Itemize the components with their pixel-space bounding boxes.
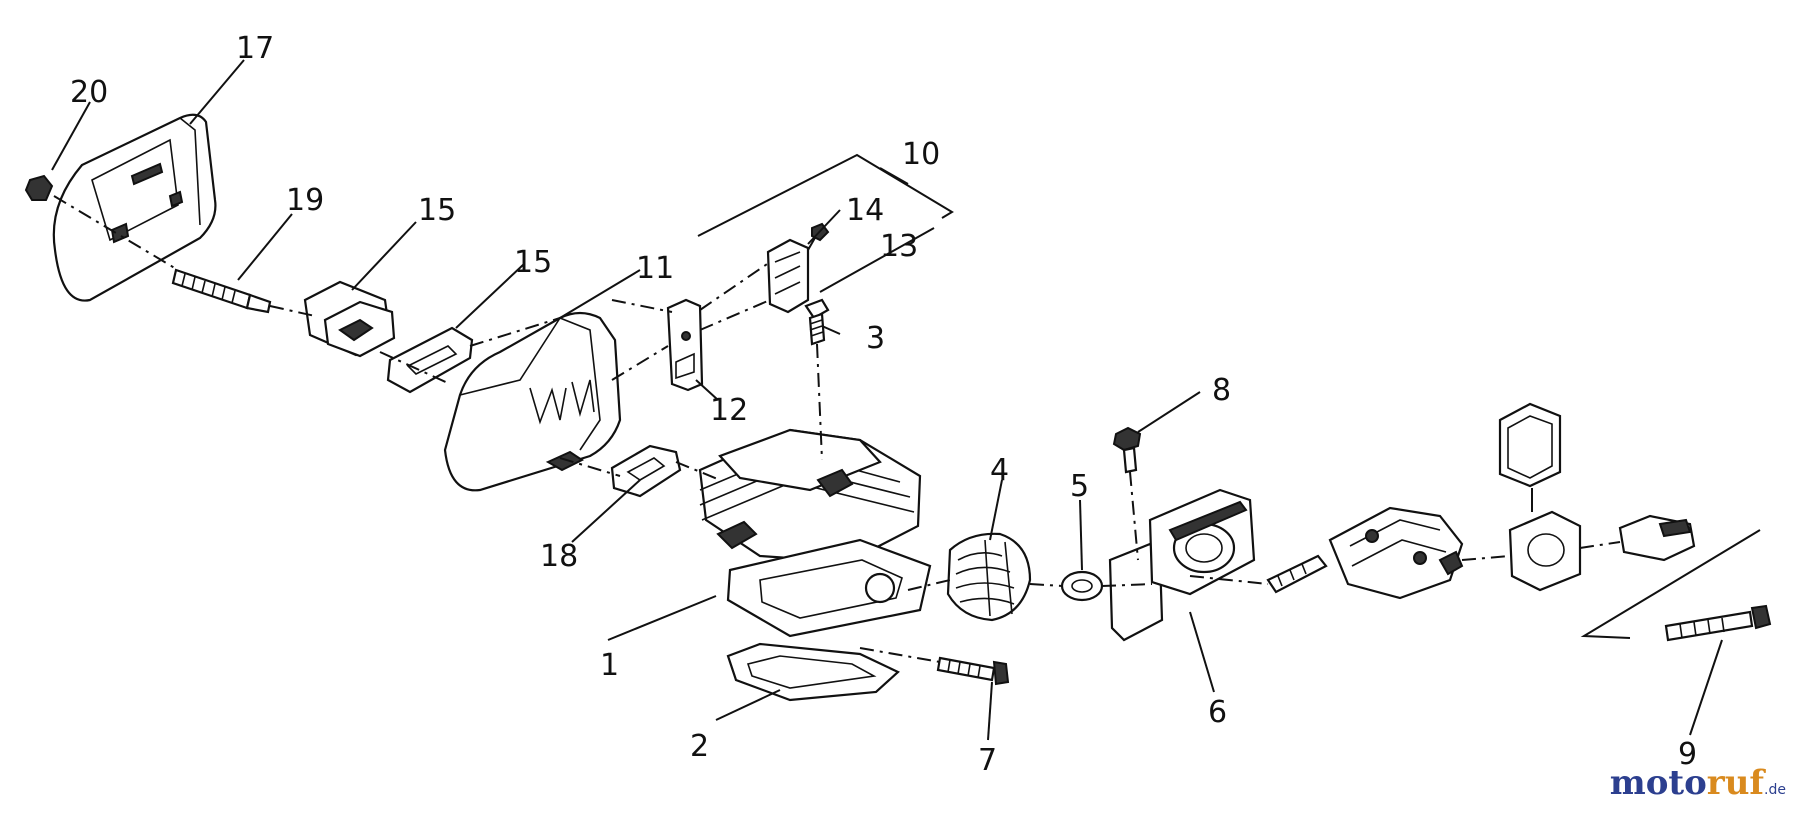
motoruf-watermark: motoruf.de xyxy=(1610,763,1786,803)
air-filter xyxy=(1508,510,1582,592)
leader-lines xyxy=(51,59,1761,741)
callout-9: 9 xyxy=(1678,737,1697,772)
part-18-gasket xyxy=(610,444,682,498)
part-7-bolt xyxy=(936,656,1010,686)
callout-17: 17 xyxy=(236,31,274,66)
callout-12: 12 xyxy=(710,393,748,428)
callout-6: 6 xyxy=(1208,695,1227,730)
part-8-bolt xyxy=(1112,426,1142,474)
part-15-muffler-cap xyxy=(303,280,396,358)
callout-18: 18 xyxy=(540,539,578,574)
carburetor xyxy=(1266,506,1464,600)
part-5-ring xyxy=(1060,570,1104,602)
filter-gasket xyxy=(1498,402,1562,488)
part-1-cylinder xyxy=(698,428,932,638)
callout-15-lower: 15 xyxy=(514,245,552,280)
callout-4: 4 xyxy=(990,453,1009,488)
callouts: 1 2 3 4 5 6 7 8 9 10 11 12 13 14 15 15 1… xyxy=(70,31,1697,778)
watermark-tld: .de xyxy=(1764,782,1786,798)
callout-2: 2 xyxy=(690,729,709,764)
part-20-nut xyxy=(24,174,54,201)
part-3-screw xyxy=(804,298,830,346)
callout-11: 11 xyxy=(636,251,674,286)
filter-holder xyxy=(1618,514,1696,562)
callout-15-upper: 15 xyxy=(418,193,456,228)
assembly-axes xyxy=(53,195,1621,663)
callout-1: 1 xyxy=(600,648,619,683)
part-13-plate xyxy=(766,238,810,314)
callout-5: 5 xyxy=(1070,469,1089,504)
callout-14: 14 xyxy=(846,193,884,228)
part-6-manifold xyxy=(1108,488,1256,642)
part-12-bracket xyxy=(666,298,704,392)
part-11-muffler xyxy=(443,311,622,492)
part-15-gasket xyxy=(386,326,474,394)
part-17-cover xyxy=(52,113,217,302)
callout-19: 19 xyxy=(286,183,324,218)
callout-8: 8 xyxy=(1212,373,1231,408)
callout-20: 20 xyxy=(70,75,108,110)
callout-3: 3 xyxy=(866,321,885,356)
part-2-gasket xyxy=(726,642,900,702)
watermark-part2: ruf xyxy=(1706,763,1765,803)
part-4-coil xyxy=(946,532,1032,622)
part-19-stud xyxy=(171,268,272,314)
callout-10: 10 xyxy=(902,137,940,172)
watermark-part1: moto xyxy=(1609,763,1707,803)
callout-13: 13 xyxy=(880,229,918,264)
part-9-bolt xyxy=(1664,604,1772,642)
callout-7: 7 xyxy=(978,743,997,778)
